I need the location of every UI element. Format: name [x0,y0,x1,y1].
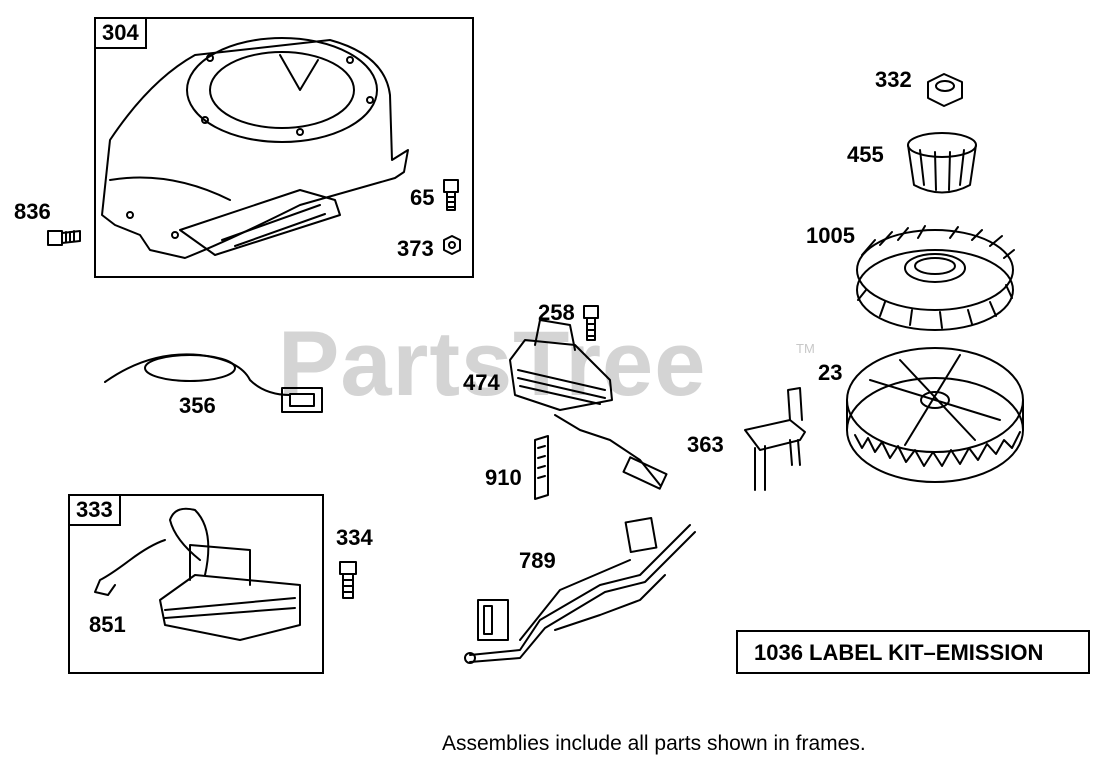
flywheel-23-drawing [846,347,1024,483]
frame-333-tag: 333 [68,494,121,526]
label-474: 474 [463,370,500,395]
watermark-text: PartsTree [278,313,707,415]
frame-304-tag: 304 [94,17,147,49]
wire-356-drawing [104,353,323,413]
bracket-363-drawing [744,387,806,491]
bolt-334-drawing [339,561,357,599]
frame-304: 304 [94,17,474,278]
label-334: 334 [336,525,373,550]
bolt-836-drawing [47,230,81,246]
ignition-coil-333-drawing [94,507,301,641]
label-332: 332 [875,67,912,92]
label-910: 910 [485,465,522,490]
label-363: 363 [687,432,724,457]
label-65: 65 [410,185,435,210]
alternator-474-drawing [509,319,668,490]
assemblies-footnote: Assemblies include all parts shown in fr… [442,732,866,755]
harness-789-drawing [464,516,696,664]
blower-housing-drawing [101,37,409,259]
starter-cup-455-drawing [907,132,977,194]
screw-258-drawing [583,305,599,341]
fan-1005-drawing [856,225,1015,331]
nut-332-drawing [927,73,963,107]
label-1005: 1005 [806,223,855,248]
label-258: 258 [538,300,575,325]
label-23: 23 [818,360,843,385]
label-836: 836 [14,199,51,224]
nut-373-drawing [443,235,461,255]
label-356: 356 [179,393,216,418]
trademark-mark: TM [796,341,815,356]
label-455: 455 [847,142,884,167]
bolt-65-drawing [443,179,459,211]
label-851: 851 [89,612,126,637]
label-373: 373 [397,236,434,261]
frame-333: 333 [68,494,324,674]
spacer-910-drawing [534,435,549,500]
label-789: 789 [519,548,556,573]
label-kit-emission-box: 1036 LABEL KIT–EMISSION [736,630,1090,674]
